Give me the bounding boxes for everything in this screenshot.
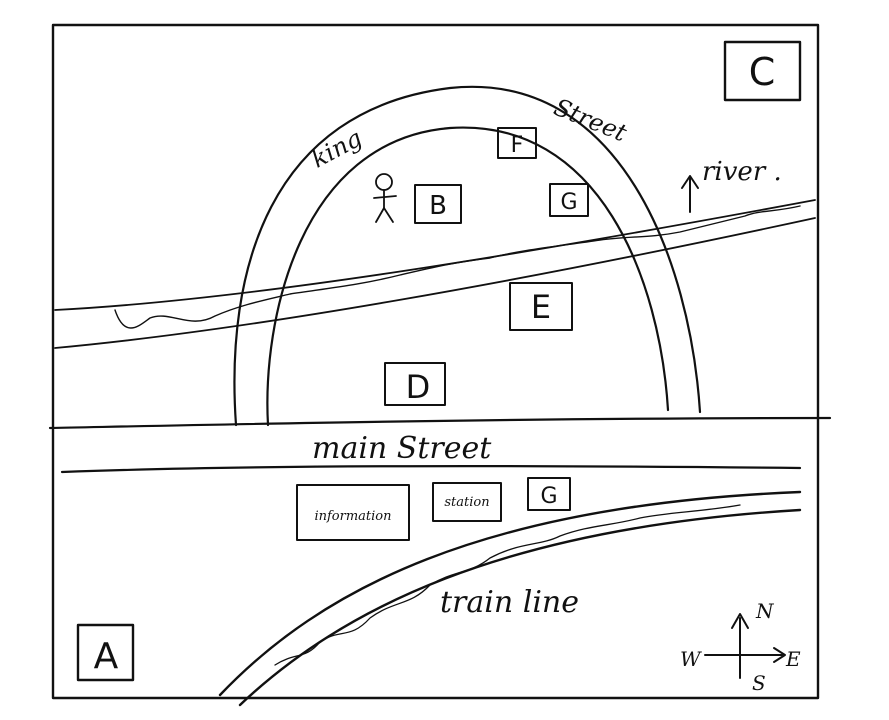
main-street-south-edge xyxy=(60,464,802,474)
building-d xyxy=(384,362,446,406)
corner-label-c: C xyxy=(749,50,776,94)
compass-west-label: W xyxy=(680,647,702,671)
compass-east-label: E xyxy=(785,647,801,671)
train-line-label: train line xyxy=(440,585,579,620)
building-f-label: F xyxy=(511,133,524,158)
building-station xyxy=(432,482,502,522)
corner-box-a xyxy=(76,623,135,682)
corner-label-a: A xyxy=(94,636,119,677)
building-b xyxy=(414,184,462,224)
building-e xyxy=(509,282,573,331)
compass-rose xyxy=(704,613,786,679)
main-street-label: main Street xyxy=(312,431,492,466)
compass-south-label: S xyxy=(752,671,766,695)
building-station-label: station xyxy=(444,495,489,510)
building-g-upper-label: G xyxy=(560,190,577,215)
building-g-upper xyxy=(549,183,589,217)
corner-box-c xyxy=(723,40,802,102)
river-arrow-icon xyxy=(681,175,699,213)
river-label: river . xyxy=(702,157,782,187)
building-d-label: D xyxy=(406,368,431,406)
train-line xyxy=(218,490,802,707)
building-information-label: information xyxy=(314,509,391,524)
king-street-outer-edge xyxy=(233,85,702,427)
king-label: king xyxy=(307,124,367,174)
building-information xyxy=(296,484,410,541)
building-g-lower-label: G xyxy=(540,484,557,509)
building-e-label: E xyxy=(531,288,551,326)
king-street-inner-edge xyxy=(266,126,670,427)
main-street-north-edge xyxy=(48,416,832,430)
building-g-lower xyxy=(527,477,571,511)
river xyxy=(54,199,816,349)
map-border xyxy=(51,23,820,700)
person-icon xyxy=(373,173,397,223)
compass-north-label: N xyxy=(755,599,775,623)
street-label-arch: Street xyxy=(550,93,631,147)
building-b-label: B xyxy=(429,191,447,221)
building-f xyxy=(497,127,537,159)
